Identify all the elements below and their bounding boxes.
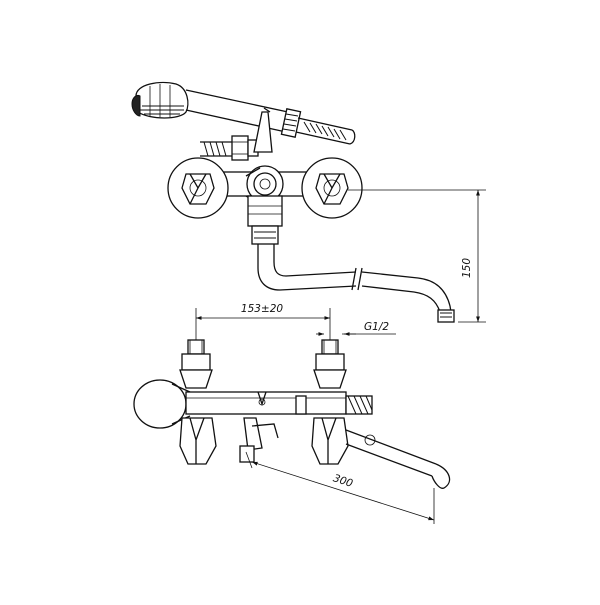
spout-length-dimension-label: 300 [332, 472, 355, 490]
inlet-left [179, 339, 213, 389]
hose-connector-left [200, 135, 259, 161]
height-dimension-label: 150 [461, 258, 473, 278]
mixer-body-plan [185, 391, 347, 415]
inlet-right [313, 339, 347, 389]
dimension-centers: 153±20 [195, 303, 331, 346]
swing-arm-plan [345, 429, 451, 489]
left-handle-plan [179, 417, 217, 465]
left-handle-front [167, 157, 229, 219]
dimension-thread: G1/2 [316, 321, 396, 336]
dimension-spout-length: 300 [245, 451, 435, 524]
spout-plan [239, 417, 279, 463]
mixer-body-front [213, 165, 321, 245]
thread-dimension-label: G1/2 [364, 321, 389, 333]
centers-dimension-label: 153±20 [241, 303, 284, 315]
hose-connector-plan [345, 395, 373, 415]
diverter-lever [253, 107, 273, 153]
plan-view: 153±20 G1/2 [133, 303, 451, 524]
front-view: 150 [131, 81, 486, 323]
shower-handle [185, 89, 302, 138]
right-handle-front [301, 157, 363, 219]
dimension-height: 150 [348, 189, 486, 323]
spout-front [257, 244, 455, 323]
shower-hose-top [295, 117, 356, 145]
shower-head [131, 81, 189, 119]
right-handle-plan [311, 417, 349, 465]
